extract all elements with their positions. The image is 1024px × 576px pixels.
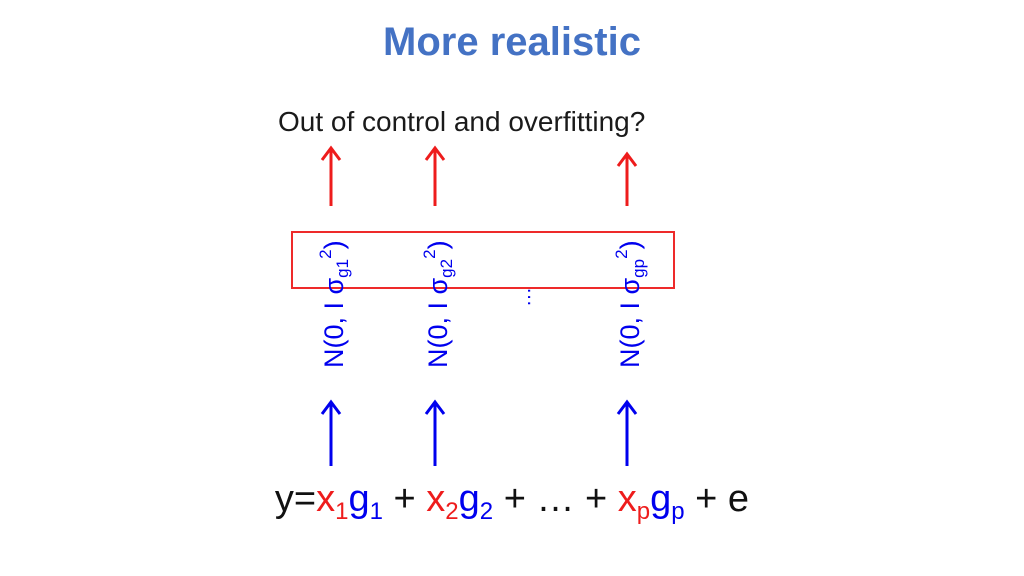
model-equation: y=x1g1 + x2g2 + … + xpgp + e bbox=[0, 478, 1024, 526]
red-arrow-2 bbox=[424, 145, 446, 206]
x2-term: x2 bbox=[426, 478, 459, 525]
red-arrow-p bbox=[616, 151, 638, 206]
g2-term: g2 bbox=[458, 478, 494, 525]
error-term: + e bbox=[684, 478, 750, 520]
blue-arrow-1 bbox=[320, 399, 342, 466]
ellipsis-sum: + … + bbox=[493, 478, 618, 520]
x1-term: x1 bbox=[316, 478, 349, 525]
blue-arrow-p bbox=[616, 399, 638, 466]
red-arrow-1 bbox=[320, 145, 342, 206]
gp-term: gp bbox=[650, 478, 685, 525]
ellipsis-dots: … bbox=[523, 287, 545, 307]
blue-arrow-2 bbox=[424, 399, 446, 466]
overfitting-question: Out of control and overfitting? bbox=[278, 106, 646, 137]
plus-sign: + bbox=[382, 478, 427, 520]
prior-label-gp: N(0, I σgp2) bbox=[612, 240, 648, 368]
xp-term: xp bbox=[617, 478, 651, 525]
prior-label-g2: N(0, I σg22) bbox=[420, 240, 456, 368]
variance-highlight-box bbox=[291, 231, 675, 289]
slide-title: More realistic bbox=[383, 20, 641, 64]
g1-term: g1 bbox=[348, 478, 383, 525]
prior-label-g1: N(0, I σg12) bbox=[316, 240, 352, 368]
equation-lhs: y= bbox=[274, 478, 317, 520]
